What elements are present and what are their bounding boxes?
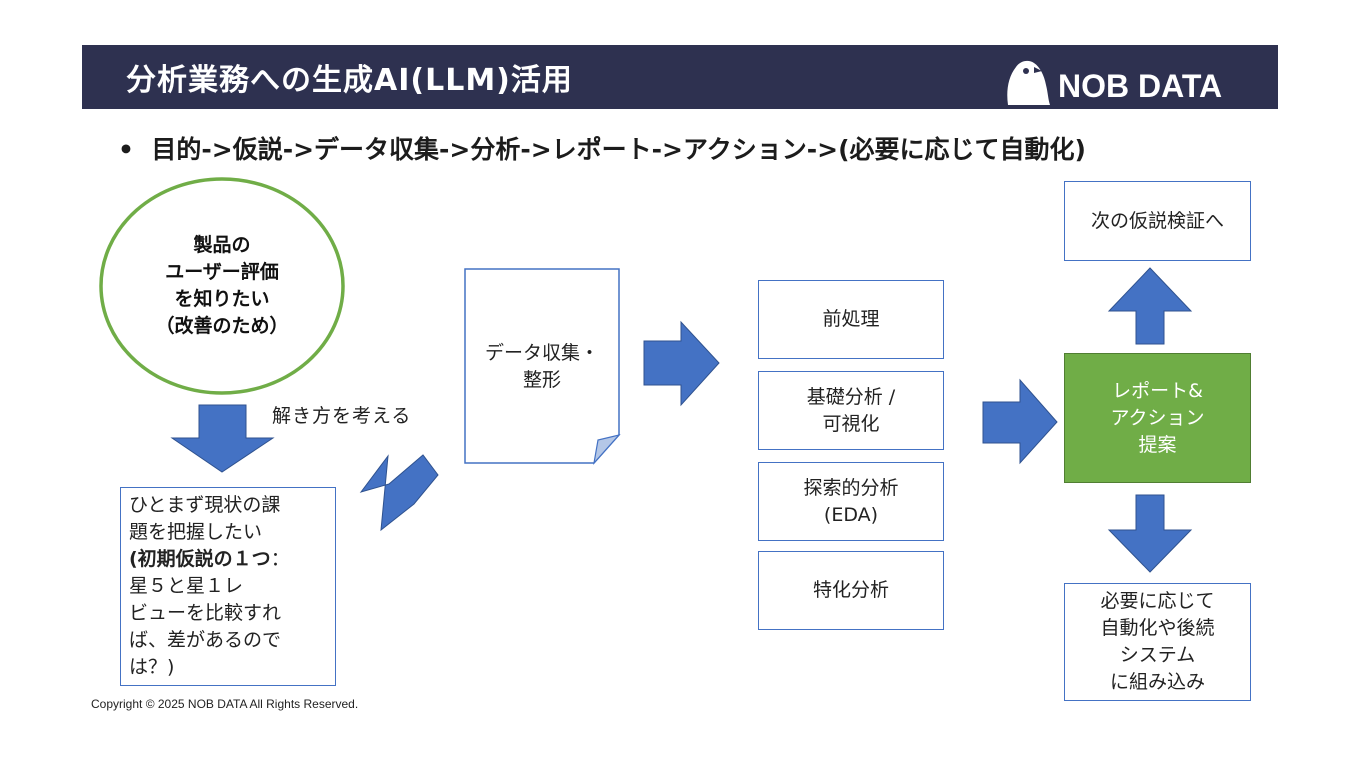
down-arrow-icon — [1107, 494, 1193, 573]
analysis-step-preprocessing: 前処理 — [758, 280, 944, 359]
hypothesis-box: ひとまず現状の課 題を把握したい (初期仮説の１つ： 星５と星１レ ビューを比較… — [120, 487, 336, 686]
automation-box: 必要に応じて 自動化や後続 システム に組み込み — [1064, 583, 1251, 701]
owl-logo-icon — [1007, 60, 1050, 105]
copyright-text: Copyright © 2025 NOB DATA All Rights Res… — [91, 697, 359, 711]
goal-text: 製品の ユーザー評価 を知りたい （改善のため） — [155, 234, 289, 337]
next-hypothesis-box: 次の仮説検証へ — [1064, 181, 1251, 261]
goal-circle — [99, 177, 345, 395]
document-fold — [593, 433, 621, 465]
approach-label: 解き方を考える — [272, 405, 412, 427]
analysis-step-eda: 探索的分析(EDA) — [758, 462, 944, 541]
bullet-icon: • — [118, 135, 152, 164]
right-arrow-icon — [982, 378, 1058, 465]
slide-title: 分析業務への生成AI(LLM)活用 — [126, 63, 573, 98]
analysis-step-specialized: 特化分析 — [758, 551, 944, 630]
report-box: レポート& アクション 提案 — [1064, 353, 1251, 483]
down-arrow-icon — [170, 404, 275, 473]
process-bullet: • 目的->仮説->データ収集->分析->レポート->アクション->(必要に応じ… — [118, 130, 1086, 166]
analysis-step-basic: 基礎分析 /可視化 — [758, 371, 944, 450]
right-arrow-icon — [643, 320, 720, 407]
diagonal-arrow-icon — [359, 454, 439, 532]
process-text: 目的->仮説->データ収集->分析->レポート->アクション->(必要に応じて自… — [151, 135, 1086, 164]
data-collection-text: データ収集・ 整形 — [484, 342, 599, 391]
logo-text: NOB DATA — [1058, 68, 1223, 104]
header-bar — [82, 45, 1278, 109]
up-arrow-icon — [1107, 267, 1193, 345]
